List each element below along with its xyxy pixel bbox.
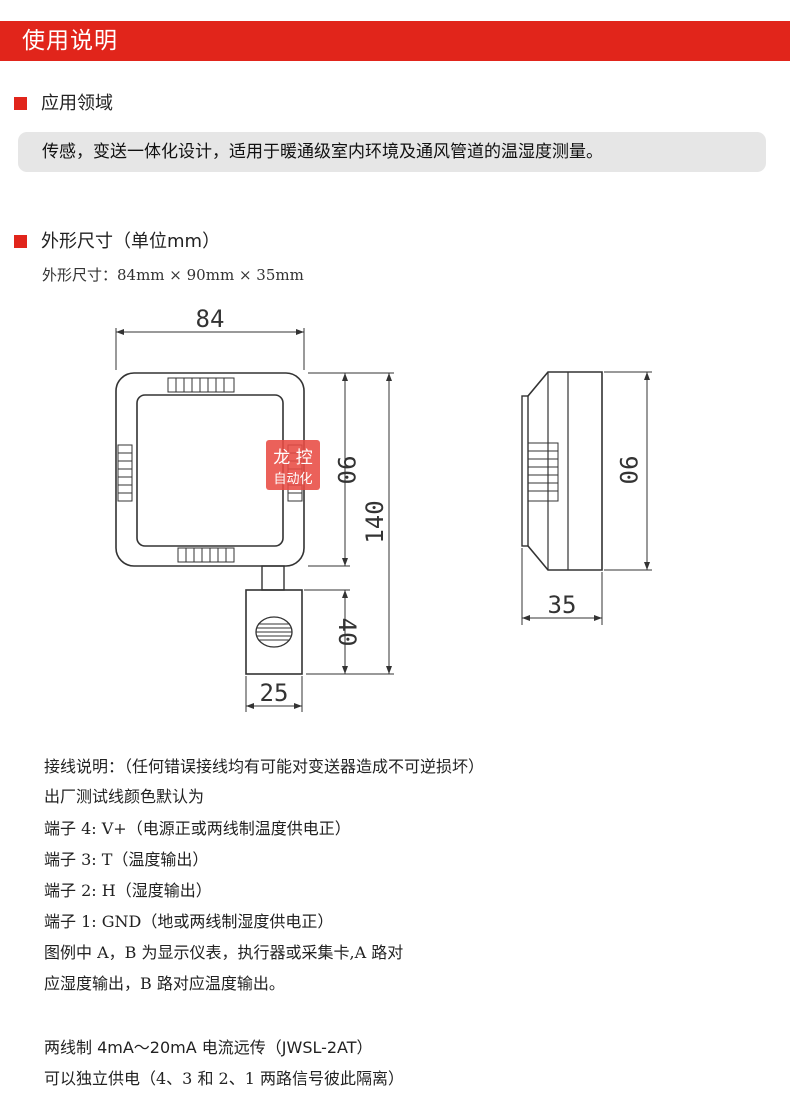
legend-line-1: 图例中 A，B 为显示仪表，执行器或采集卡,A 路对 [44, 943, 404, 962]
watermark-line2: 自动化 [273, 472, 312, 487]
two-wire-desc: 可以独立供电（4、3 和 2、1 两路信号彼此隔离） [44, 1069, 404, 1088]
dim-label-90-side: 90 [614, 456, 642, 485]
terminal-3: 端子 3: T（温度输出） [44, 850, 209, 869]
section-title-dimensions: 外形尺寸（单位mm） [41, 231, 221, 252]
watermark-logo: 龙 控 自动化 [266, 440, 320, 490]
legend-line-2: 应湿度输出，B 路对应温度输出。 [44, 974, 285, 993]
dimensions-text: 外形尺寸：84mm × 90mm × 35mm [42, 266, 304, 284]
terminal-1: 端子 1: GND（地或两线制湿度供电正） [44, 912, 334, 931]
application-text: 传感，变送一体化设计，适用于暖通级室内环境及通风管道的温湿度测量。 [42, 142, 603, 162]
section-marker [14, 235, 27, 248]
front-view [115, 328, 394, 712]
banner-title: 使用说明 [22, 28, 118, 54]
side-view [521, 371, 652, 625]
application-box: 传感，变送一体化设计，适用于暖通级室内环境及通风管道的温湿度测量。 [18, 132, 766, 172]
dim-label-40: 40 [333, 618, 361, 647]
watermark-line1: 龙 控 [273, 448, 312, 468]
dim-label-25: 25 [260, 679, 289, 707]
dim-label-84: 84 [196, 305, 225, 333]
header-banner: 使用说明 [0, 21, 790, 61]
dim-label-35: 35 [548, 591, 577, 619]
dimension-drawing: 84 90 140 40 25 90 35 龙 控 自动化 [115, 305, 652, 712]
wiring-factory: 出厂测试线颜色默认为 [44, 787, 205, 806]
dim-label-90-front: 90 [332, 456, 360, 485]
section-marker [14, 97, 27, 110]
terminal-2: 端子 2: H（湿度输出） [44, 881, 212, 900]
dim-label-140: 140 [361, 500, 389, 543]
two-wire-title: 两线制 4mA～20mA 电流远传（JWSL-2AT） [44, 1038, 373, 1057]
section-title-application: 应用领域 [41, 93, 113, 114]
wiring-title: 接线说明：（任何错误接线均有可能对变送器造成不可逆损坏） [44, 757, 485, 776]
terminal-4: 端子 4: V+（电源正或两线制温度供电正） [44, 819, 351, 838]
